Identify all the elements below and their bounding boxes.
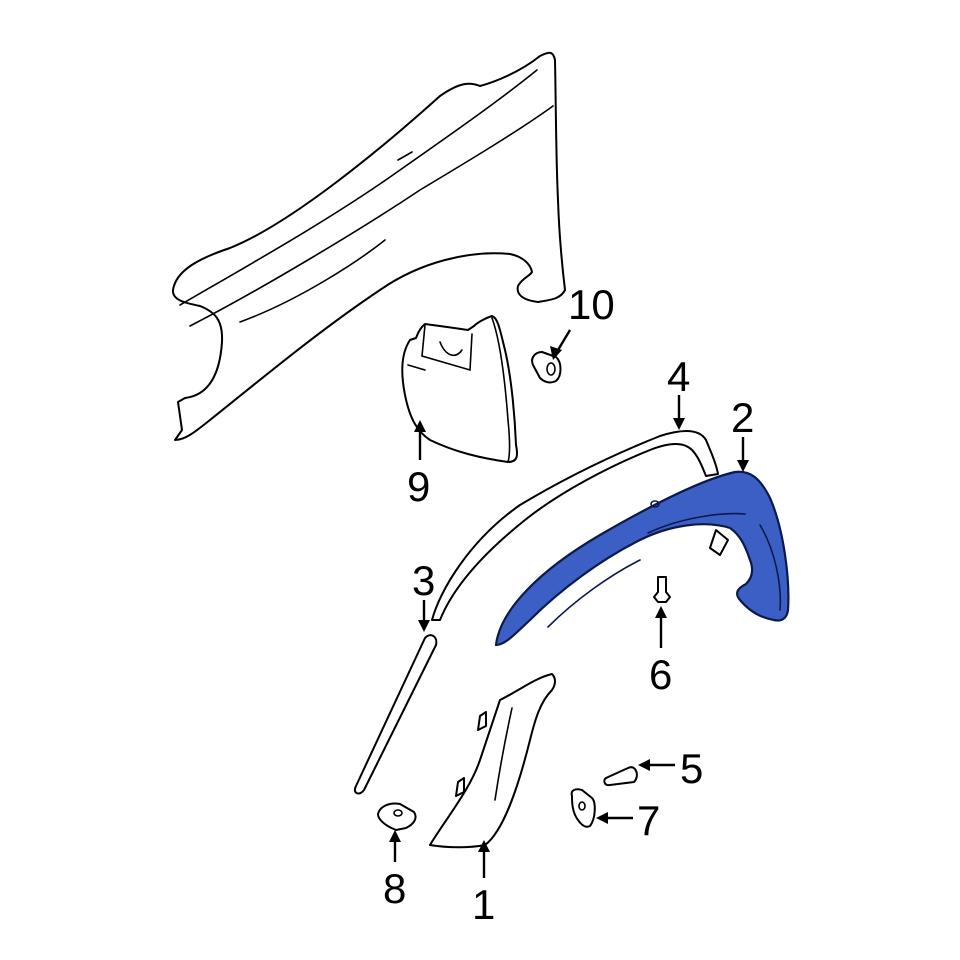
grommet-part[interactable] — [531, 351, 562, 384]
callout-10[interactable]: 10 — [568, 281, 615, 328]
callout-3[interactable]: 3 — [412, 557, 436, 604]
callout-6[interactable]: 6 — [649, 651, 673, 698]
callout-arrows — [389, 329, 749, 878]
callout-2[interactable]: 2 — [731, 394, 755, 441]
bolt-part[interactable] — [653, 576, 671, 603]
wheel-opening-flare-part[interactable] — [494, 470, 790, 647]
weatherstrip-part[interactable] — [431, 430, 719, 621]
callout-1[interactable]: 1 — [472, 881, 496, 928]
fender-part[interactable] — [171, 51, 566, 441]
callout-4[interactable]: 4 — [667, 353, 691, 400]
screw-part[interactable] — [603, 766, 638, 787]
retainer-clip-part[interactable] — [570, 788, 596, 828]
clip-part[interactable] — [377, 802, 417, 831]
callout-5[interactable]: 5 — [680, 745, 704, 792]
callout-8[interactable]: 8 — [383, 865, 407, 912]
lower-rocker-molding-part[interactable] — [429, 673, 556, 849]
mud-flap-part[interactable] — [401, 315, 518, 463]
molding-strip-part[interactable] — [354, 634, 438, 795]
callout-9[interactable]: 9 — [407, 463, 431, 510]
callout-7[interactable]: 7 — [637, 797, 661, 844]
